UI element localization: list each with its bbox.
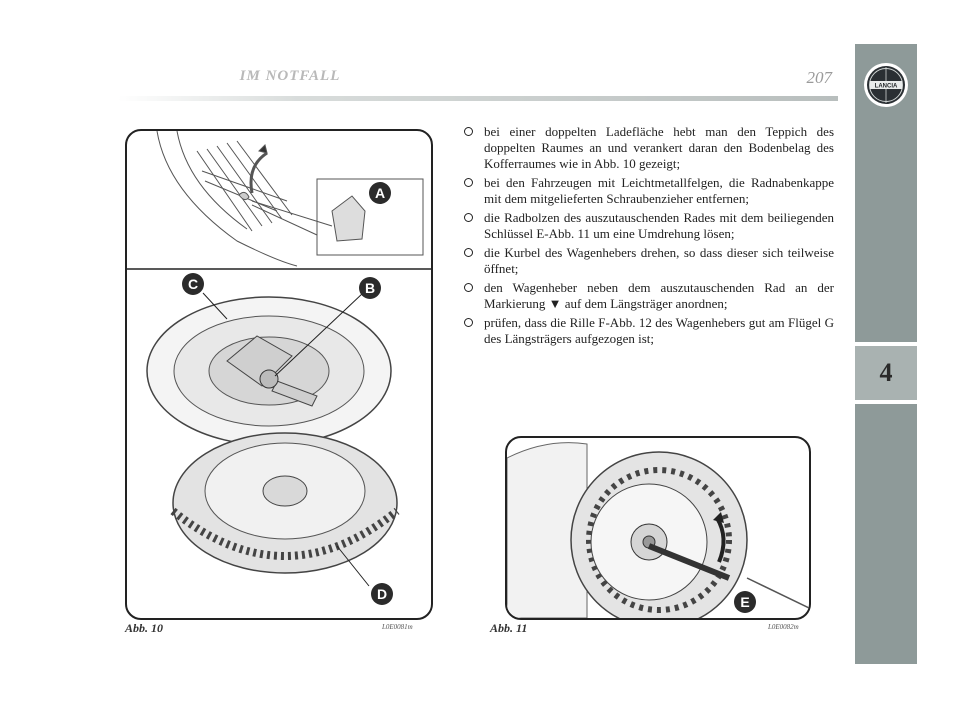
figure-10-code: L0E0081m — [382, 623, 413, 631]
figure-11-code: L0E0082m — [768, 623, 799, 631]
instruction-list: bei einer doppelten Ladefläche hebt man … — [464, 124, 834, 350]
callout-label-a: A — [375, 185, 385, 201]
bullet-circle-icon — [464, 318, 473, 327]
bullet-circle-icon — [464, 248, 473, 257]
list-item: die Radbolzen des auszutauschenden Rades… — [464, 210, 834, 242]
figure-11-illustration: E — [505, 436, 811, 620]
logo-text: LANCIA — [875, 84, 898, 90]
figure-11-caption: Abb. 11 — [490, 621, 528, 635]
bullet-circle-icon — [464, 127, 473, 136]
callout-label-b: B — [365, 280, 375, 296]
list-item: prüfen, dass die Rille F-Abb. 12 des Wag… — [464, 315, 834, 347]
list-item: den Wagenheber neben dem auszutauschende… — [464, 280, 834, 312]
page-number: 207 — [806, 68, 833, 87]
callout-label-d: D — [377, 586, 387, 602]
bullet-circle-icon — [464, 283, 473, 292]
chapter-number: 4 — [855, 342, 917, 404]
header-title: IM NOTFALL — [239, 68, 341, 84]
bullet-circle-icon — [464, 178, 473, 187]
lancia-logo: LANCIA — [864, 63, 908, 107]
figure-10-illustration: A B C D — [125, 129, 433, 620]
callout-label-c: C — [188, 276, 198, 292]
callout-label-e: E — [740, 594, 749, 610]
bullet-circle-icon — [464, 213, 473, 222]
figure-10-caption: Abb. 10 — [125, 621, 164, 635]
header-rule — [118, 96, 838, 101]
list-item: bei den Fahrzeugen mit Leichtmetallfelge… — [464, 175, 834, 207]
list-item: die Kurbel des Wagenhebers drehen, so da… — [464, 245, 834, 277]
list-item: bei einer doppelten Ladefläche hebt man … — [464, 124, 834, 172]
